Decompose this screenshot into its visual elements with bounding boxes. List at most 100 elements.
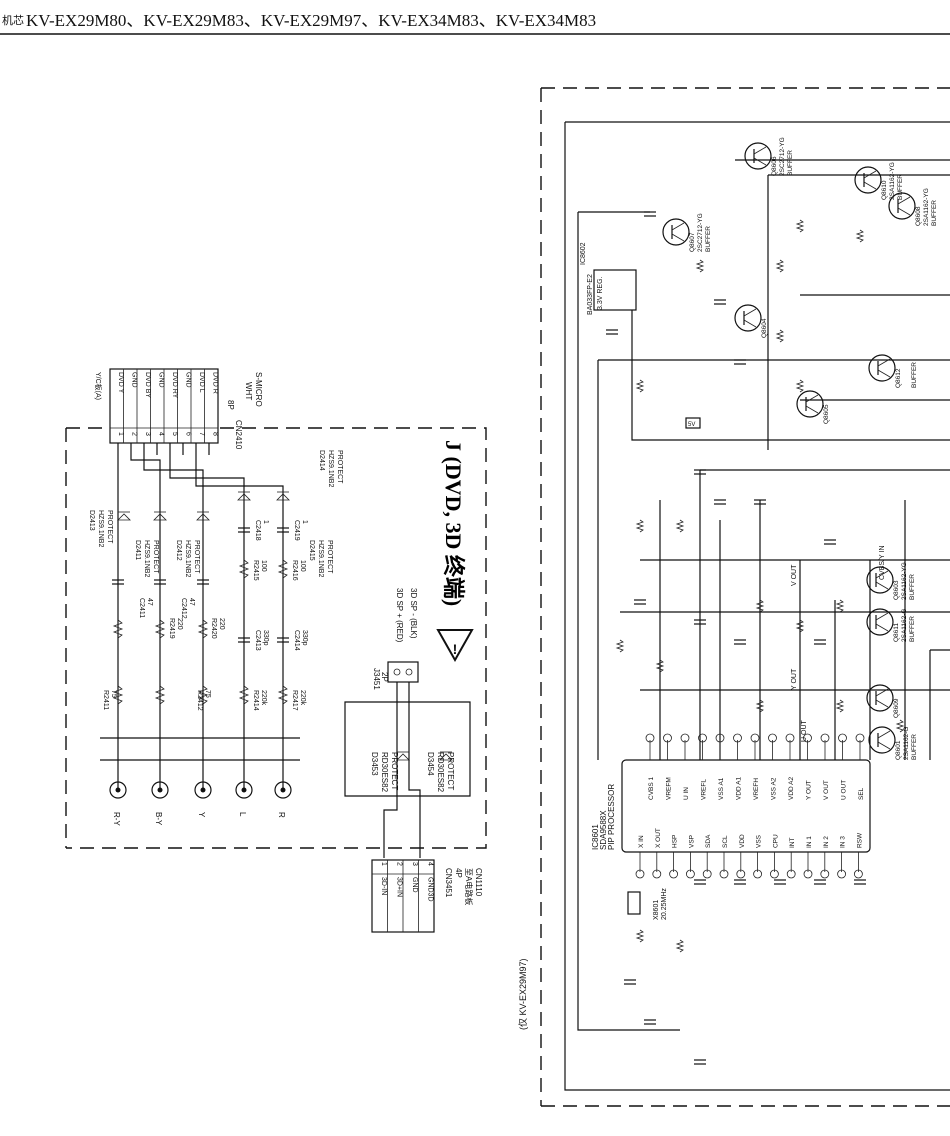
left-board-title-text: J (DVD, 3D 终端) [441,440,466,606]
ic-pin-label: X IN [638,835,645,848]
j3451-pins: 2P [380,672,389,682]
resistor-ref: R2416 [291,560,298,581]
capacitor-ref: C2412 [180,598,187,619]
j3451-ref: J3451 [372,668,381,690]
resistor-value: 220 [176,618,183,630]
ic-pin-label: INT [789,838,796,849]
capacitor-ref: C2419 [293,520,300,541]
signal-y-out: Y OUT [791,668,798,690]
cn3451-dest: 至A电路板 [464,868,474,905]
capacitor-value: 47 [146,598,153,606]
signal-5v: 5V [688,422,695,428]
resistor-value: 220k [260,690,267,706]
ic-pin-label: V OUT [823,780,830,800]
speaker-jack-j3451: J3451 2P 3D SP + (RED) 3D SP - (BLK) [372,588,419,690]
regulator-ic8602: IC8602 BA033FP-E2 3.3V REG. [580,242,637,315]
cn2410-pin-label: GND [185,372,192,388]
diode-ref: D2415 [308,540,315,561]
transistor-label: 2SA1162-YG [923,188,930,226]
ic-pin-label: VSP [688,835,695,848]
cn3451-pin-number: 4 [427,862,434,866]
resistor-ref: R2419 [168,618,175,639]
cn3451-pin-label: GND [411,877,418,893]
transistor-icon [888,192,916,220]
transistor-label: Q8607 [689,232,696,252]
cn2410-ref: CN2410 [234,420,243,450]
transistor-label: Q8604 [761,318,768,338]
signal-cvbs: CVBS/Y IN [879,546,886,581]
ic-pin-label: VDD A2 [788,776,795,800]
transistor-label: Q8603 [893,580,900,600]
transistor-label: Q8612 [895,368,902,388]
ic8602-ref: IC8602 [580,242,587,265]
capacitor-ref: C2413 [254,630,261,651]
cn2410-pin-number: 8 [212,432,219,436]
cn2410-color: WHT [244,382,253,400]
diode-func: PROTECT [152,540,159,574]
transistor-icon [744,142,772,170]
ic-pin-label: VDD A1 [736,776,743,800]
cn3451-pin-number: 2 [396,862,403,866]
diode-ref: D2411 [134,540,141,560]
ic8601-func: PIP PROCESSOR [607,784,616,850]
diode-part: HZS9.1NB2 [184,540,191,577]
signal-v-out: V OUT [791,564,798,586]
ic8602-part: BA033FP-E2 [587,274,594,315]
diode-part: HZS9.1NB2 [327,450,334,487]
ic-pin-label: CVBS 1 [648,776,655,800]
signal-u-out: U OUT [801,720,808,743]
j3451-plus: 3D SP + (RED) [395,588,404,643]
cn2410-pin-label: DVD Y [117,372,124,394]
transistor-icon [854,166,882,194]
cn3451-pins: 4P [454,868,463,878]
d3453-func: PROTECT [390,752,399,790]
cn3451-pin-number: 1 [380,862,387,866]
cn2410-pin-number: 5 [171,432,178,436]
rca-jack-icon [235,781,253,799]
jack-label: L [238,812,247,817]
ic-pin-label: VREFH [753,778,760,800]
transistor-label: BUFFER [911,362,918,388]
ic-pin-label: IN 1 [806,836,813,848]
ic-pin-label: VREFL [701,779,708,800]
cn2410-pin-number: 4 [158,432,165,436]
transistor-label: BUFFER [909,616,916,642]
diode-func: PROTECT [193,540,200,574]
crystal-x8601: X8601 20.25MHz [627,888,668,920]
transistor-label: Q8610 [881,180,888,200]
cn2410-pin-number: 3 [144,432,151,436]
d3454-func: PROTECT [446,752,455,790]
jack-label: B-Y [154,812,163,826]
cn3451-pin-label: GND3D [427,877,434,902]
ic8602-func: 3.3V REG. [597,276,604,310]
cn2410-pin-label: DVD R [212,372,219,394]
diode-part: HZS9.1NB2 [317,540,324,577]
ic-pin-label: VSS [756,834,763,848]
transistor-icon [734,304,762,332]
transistor-icon [866,566,894,594]
ic8601-ref: IC8601 [591,824,600,850]
transistor-label: BUFFER [897,174,904,200]
x8601-val: 20.25MHz [661,888,668,920]
transistor-icon [662,218,690,246]
cn2410-pin-label: GND [131,372,138,388]
transistor-label: Q8605 [823,404,830,424]
resistor-ref: R2411 [102,690,109,710]
ic-pin-label: SEL [858,787,865,800]
cn2410-pins: 8P [226,400,235,410]
transistor-label: 2SC2712-YG [697,213,704,252]
transistor-label: BUFFER [705,226,712,252]
transistor-label: Q8601 [895,740,902,760]
transistor-label: Q8608 [915,206,922,226]
cn2410-pin-number: 7 [198,432,205,436]
rca-jack-icon [109,781,127,799]
transistor-label: 2SC2712-YG [779,137,786,176]
capacitor-value: 47 [188,598,195,606]
resistor-ref: R2412 [196,690,203,711]
capacitor-ref: C2414 [293,630,300,651]
resistor-value: 100 [299,560,306,572]
j3451-minus: 3D SP - (BLK) [409,588,418,639]
transistor-label: 2SA1162-YG [901,562,908,600]
